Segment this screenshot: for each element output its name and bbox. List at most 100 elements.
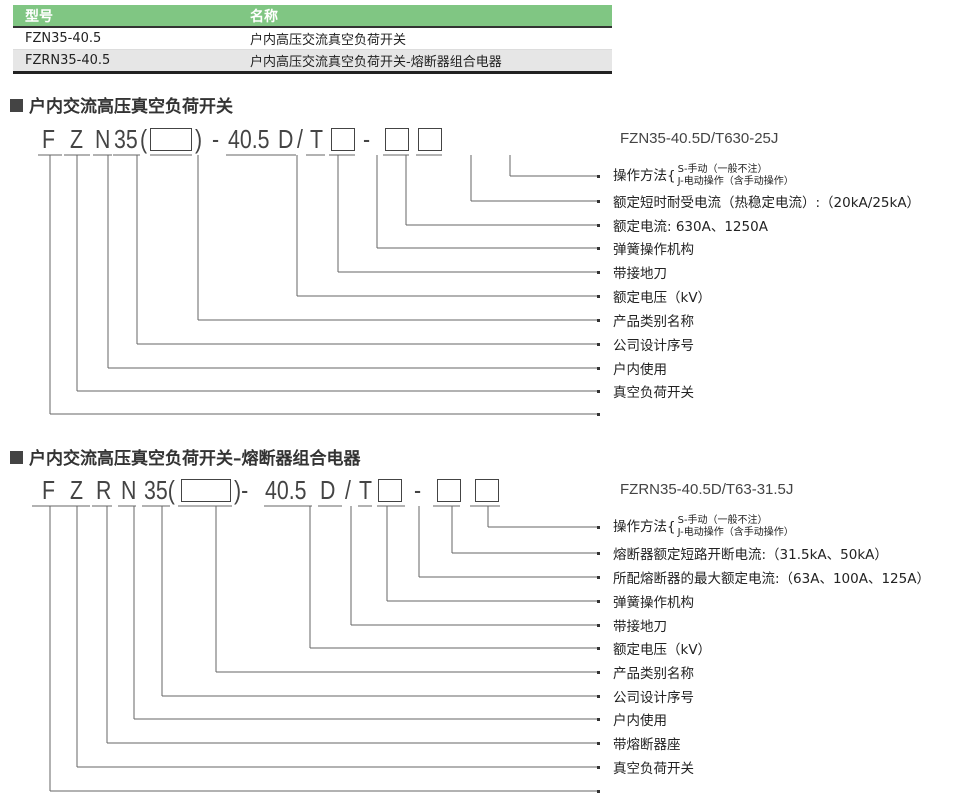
blank-box [150, 128, 192, 151]
label: 真空负荷开关 [613, 385, 694, 401]
op-manual: S-手动（一般不注） [677, 164, 768, 175]
table-header: 型号 名称 [13, 5, 612, 28]
blank-box [418, 128, 442, 151]
code-char: R [96, 475, 112, 505]
op-manual: S-手动（一般不注） [677, 515, 768, 526]
leader-dot [597, 600, 600, 603]
leader-dot [597, 624, 600, 627]
op-options: S-手动（一般不注）J-电动操作（含手动操作） [678, 164, 794, 188]
code-char: / [297, 124, 303, 154]
label-operation: 操作方法{S-手动（一般不注）J-电动操作（含手动操作） [613, 164, 794, 188]
code-char: Z [70, 124, 84, 154]
header-model: 型号 [25, 8, 53, 25]
section-title-text: 户内交流高压真空负荷开关 [29, 97, 233, 117]
code-char: 35( [144, 475, 175, 505]
label-operation: 操作方法{S-手动（一般不注）J-电动操作（含手动操作） [613, 515, 794, 539]
label: 额定短时耐受电流（热稳定电流）:（20kA/25kA） [613, 195, 921, 211]
label: 公司设计序号 [613, 338, 694, 354]
leader-dot [597, 247, 600, 250]
code-char: ( [140, 124, 148, 154]
leader-dot [597, 742, 600, 745]
code-char: 35 [114, 124, 138, 154]
leader-dot [597, 295, 600, 298]
op-label: 操作方法{ [613, 519, 676, 535]
leader-dot [597, 790, 600, 793]
code-char: F [42, 475, 56, 505]
leader-dot [597, 224, 600, 227]
leader-dot [597, 319, 600, 322]
code-char: Z [70, 475, 84, 505]
blank-box [475, 479, 499, 502]
op-electric: J-电动操作（含手动操作） [677, 527, 794, 538]
op-electric: J-电动操作（含手动操作） [677, 176, 794, 187]
example-model: FZRN35-40.5D/T63-31.5J [620, 481, 794, 498]
square-bullet-icon [10, 99, 23, 112]
header-name: 名称 [250, 8, 278, 25]
section-title-text: 户内交流高压真空负荷开关–熔断器组合电器 [29, 449, 361, 469]
label: 带接地刀 [613, 266, 667, 282]
label: 产品类别名称 [613, 314, 694, 330]
blank-box [181, 479, 231, 502]
leader-dot [597, 695, 600, 698]
code-char: D [320, 475, 336, 505]
code-char: D [278, 124, 294, 154]
op-label: 操作方法{ [613, 168, 676, 184]
table-row: FZN35-40.5 户内高压交流真空负荷开关 [13, 28, 612, 50]
label: 熔断器额定短路开断电流:（31.5kA、50kA） [613, 547, 888, 563]
leader-dot [597, 552, 600, 555]
blank-box [385, 128, 409, 151]
leader-dot [597, 367, 600, 370]
code-char: 40.5 [228, 124, 270, 154]
cell-name: 户内高压交流真空负荷开关 [250, 33, 407, 48]
code-char: 40.5 [265, 475, 307, 505]
label: 真空负荷开关 [613, 761, 694, 777]
label: 弹簧操作机构 [613, 242, 694, 258]
cell-model: FZN35-40.5 [25, 31, 102, 46]
square-bullet-icon [10, 451, 23, 464]
leader-dot [597, 413, 600, 416]
example-model: FZN35-40.5D/T630-25J [620, 130, 779, 147]
label: 额定电压（kV） [613, 642, 712, 658]
leader-dot [597, 343, 600, 346]
op-options: S-手动（一般不注）J-电动操作（含手动操作） [678, 515, 794, 539]
leader-dot [597, 576, 600, 579]
label: 户内使用 [613, 713, 667, 729]
blank-box [378, 479, 402, 502]
label: 带接地刀 [613, 619, 667, 635]
label: 所配熔断器的最大额定电流:（63A、100A、125A） [613, 571, 930, 587]
label: 额定电压（kV） [613, 290, 712, 306]
section-title: 户内交流高压真空负荷开关 [10, 92, 233, 117]
code-char: - [363, 124, 371, 154]
code-char: - [414, 475, 422, 505]
code-char: N [121, 475, 137, 505]
label: 带熔断器座 [613, 737, 681, 753]
leader-dot [597, 175, 600, 178]
cell-name: 户内高压交流真空负荷开关-熔断器组合电器 [250, 55, 502, 70]
code-char: / [345, 475, 351, 505]
blank-box [331, 128, 355, 151]
leader-dot [597, 647, 600, 650]
code-char: T [359, 475, 373, 505]
leader-dot [597, 271, 600, 274]
leader-dot [597, 200, 600, 203]
label: 公司设计序号 [613, 690, 694, 706]
code-char: ) [195, 124, 203, 154]
label: 额定电流: 630A、1250A [613, 219, 768, 235]
label: 产品类别名称 [613, 666, 694, 682]
leader-dot [597, 526, 600, 529]
section-title: 户内交流高压真空负荷开关–熔断器组合电器 [10, 444, 361, 469]
leader-dot [597, 766, 600, 769]
leader-dot [597, 671, 600, 674]
label: 户内使用 [613, 362, 667, 378]
code-char: T [310, 124, 324, 154]
label: 弹簧操作机构 [613, 595, 694, 611]
code-char: )- [234, 475, 249, 505]
code-char: F [42, 124, 56, 154]
blank-box [437, 479, 461, 502]
leader-dot [597, 718, 600, 721]
code-char: - [212, 124, 220, 154]
